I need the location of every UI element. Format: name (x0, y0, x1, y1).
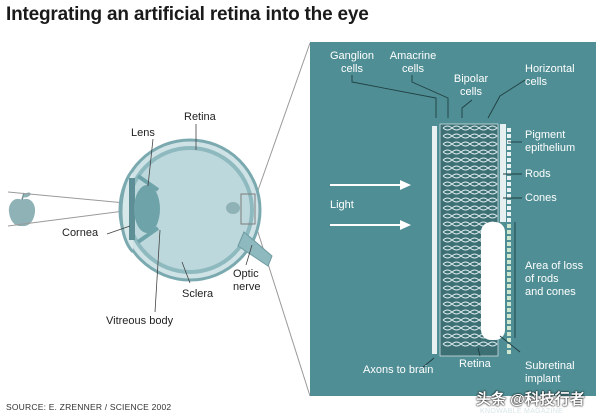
lens-shape (134, 185, 160, 233)
label-lens: Lens (131, 127, 155, 139)
label-amacrine-cells: Amacrine cells (382, 50, 444, 76)
label-area-line1: Area of loss (525, 260, 584, 272)
label-pigment-epithelium: Pigment epithelium (525, 129, 575, 155)
label-light: Light (330, 199, 354, 211)
label-axons-to-brain: Axons to brain (363, 364, 434, 376)
optic-nerve-shape (237, 231, 273, 267)
label-vitreous-body: Vitreous body (106, 315, 174, 327)
label-retina-panel: Retina (459, 358, 491, 370)
light-arrows (330, 180, 411, 230)
label-bipolar-cells: Bipolar cells (444, 73, 498, 99)
label-amacrine-line2: cells (401, 63, 424, 75)
label-area-line2: of rods (525, 273, 559, 285)
panel-leader-lines (351, 75, 526, 369)
label-sclera: Sclera (182, 288, 214, 300)
label-bipolar-line2: cells (459, 86, 482, 98)
label-horizontal-line1: Horizontal (525, 63, 575, 75)
retina-cross-section (432, 123, 511, 357)
label-optic-nerve: Optic nerve (233, 268, 261, 294)
label-horizontal-cells: Horizontal cells (525, 63, 575, 89)
pigment-epithelium-dots (507, 128, 511, 354)
label-horizontal-line2: cells (525, 76, 548, 88)
label-subretinal-line2: implant (525, 373, 561, 385)
label-pigment-line2: epithelium (525, 142, 576, 154)
label-optic-nerve-line1: Optic (233, 268, 259, 280)
label-ganglion-cells: Ganglion cells (322, 50, 382, 76)
label-cornea: Cornea (62, 227, 99, 239)
subretinal-implant-shape (481, 222, 505, 340)
watermark-sub: KNOWABLE MAGAZINE (480, 408, 564, 415)
zoom-region-marker (240, 193, 256, 225)
iris-shape (129, 178, 135, 240)
label-optic-nerve-line2: nerve (233, 281, 261, 293)
eye-illustration (118, 138, 273, 282)
label-ganglion-line2: cells (340, 63, 363, 75)
zoom-connector-top (255, 42, 311, 197)
label-rods: Rods (525, 168, 551, 180)
label-subretinal-line1: Subretinal (525, 360, 575, 372)
label-ganglion-line1: Ganglion (329, 50, 375, 62)
label-subretinal-implant: Subretinal implant (525, 360, 575, 386)
watermark-main: 头条 @科技行者 (476, 391, 585, 408)
label-bipolar-line1: Bipolar (453, 73, 489, 85)
axon-layer (432, 126, 437, 354)
label-cones: Cones (525, 192, 557, 204)
label-area-line3: and cones (525, 286, 576, 298)
retinal-image (226, 202, 240, 214)
label-pigment-line1: Pigment (525, 129, 566, 141)
label-retina-eye: Retina (184, 111, 216, 123)
apple-icon (8, 192, 36, 227)
source-credit: SOURCE: E. ZRENNER / SCIENCE 2002 (6, 402, 172, 412)
label-area-of-loss: Area of loss of rods and cones (525, 260, 583, 299)
label-amacrine-line1: Amacrine (389, 50, 437, 62)
page-title: Integrating an artificial retina into th… (6, 4, 369, 25)
